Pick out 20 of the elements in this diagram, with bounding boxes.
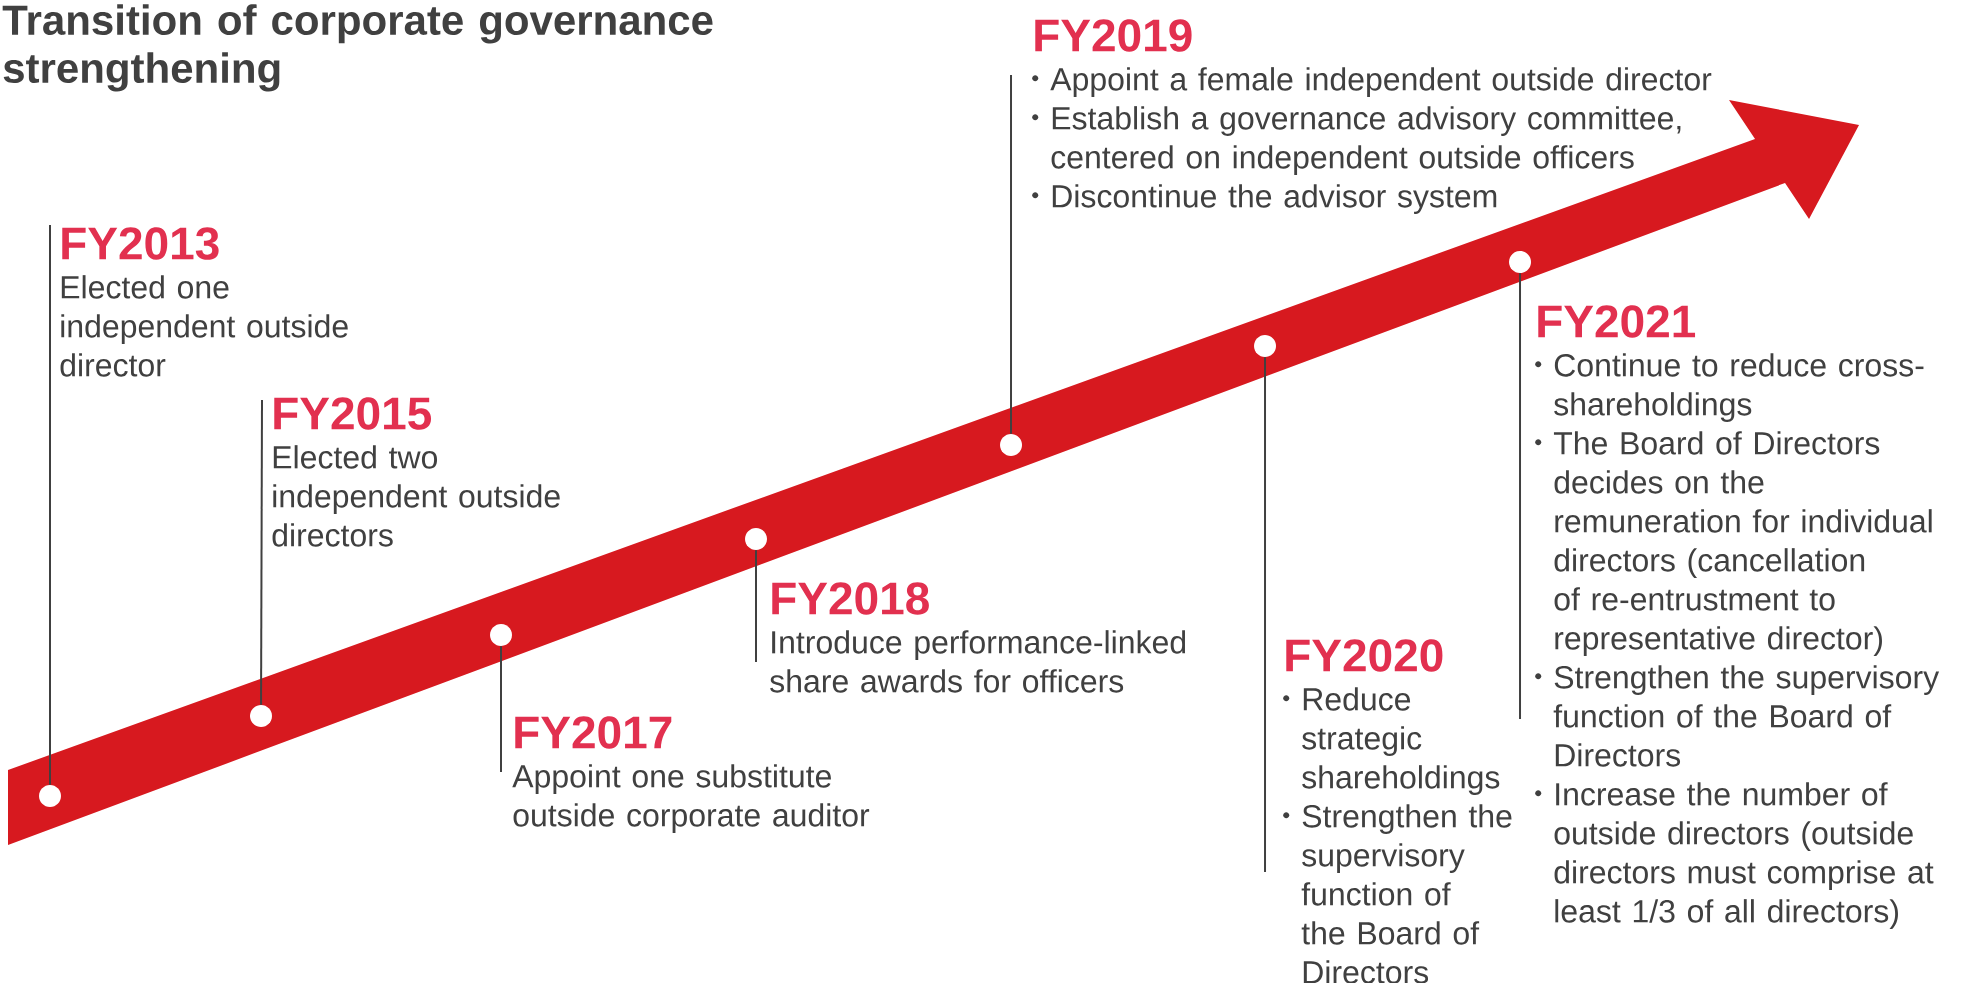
milestone-text: FY2017 Appoint one substitute outside corporate auditor	[512, 716, 870, 833]
milestone-text: FY2018 Introduce performance-linked share awards for officers	[770, 582, 1186, 693]
milestone-dot	[490, 624, 512, 646]
milestone-text: FY2019 Appoint a female independent outside director Establish a governance advisory committee, centered on independent outside officers Discontinue the advisor system	[1032, 19, 1712, 214]
milestone-dot	[250, 705, 272, 727]
leader-line	[1519, 272, 1521, 720]
milestone-dot	[745, 528, 767, 550]
milestone-dot	[1509, 251, 1531, 273]
milestone-text: FY2020 Reduce strategic shareholdings Strengthen the supervisory function of the Board of Directors	[1283, 639, 1512, 983]
milestone-dot	[39, 785, 61, 807]
leader-line	[755, 549, 757, 663]
leader-line	[49, 224, 51, 786]
milestone-dot	[1254, 335, 1276, 357]
leader-line	[1264, 356, 1266, 873]
milestone-text: FY2015 Elected two independent outside directors	[272, 397, 560, 547]
milestone-dot	[1000, 434, 1022, 456]
title: Transition of corporate governance strengthening	[2, 4, 713, 92]
milestone-text: FY2021 Continue to reduce cross-shareholdings The Board of Directors decides on the remuneration for individual directors (cancellation of re-entrustment to representative director) Strengthen the supervisory function of the Board of Directors Increase the number of outside directors (outside directors must comprise at least 1/3 of all directors)	[1535, 305, 1940, 929]
leader-line	[500, 645, 502, 773]
milestone-text: FY2013 Elected one independent outside director	[60, 227, 348, 377]
